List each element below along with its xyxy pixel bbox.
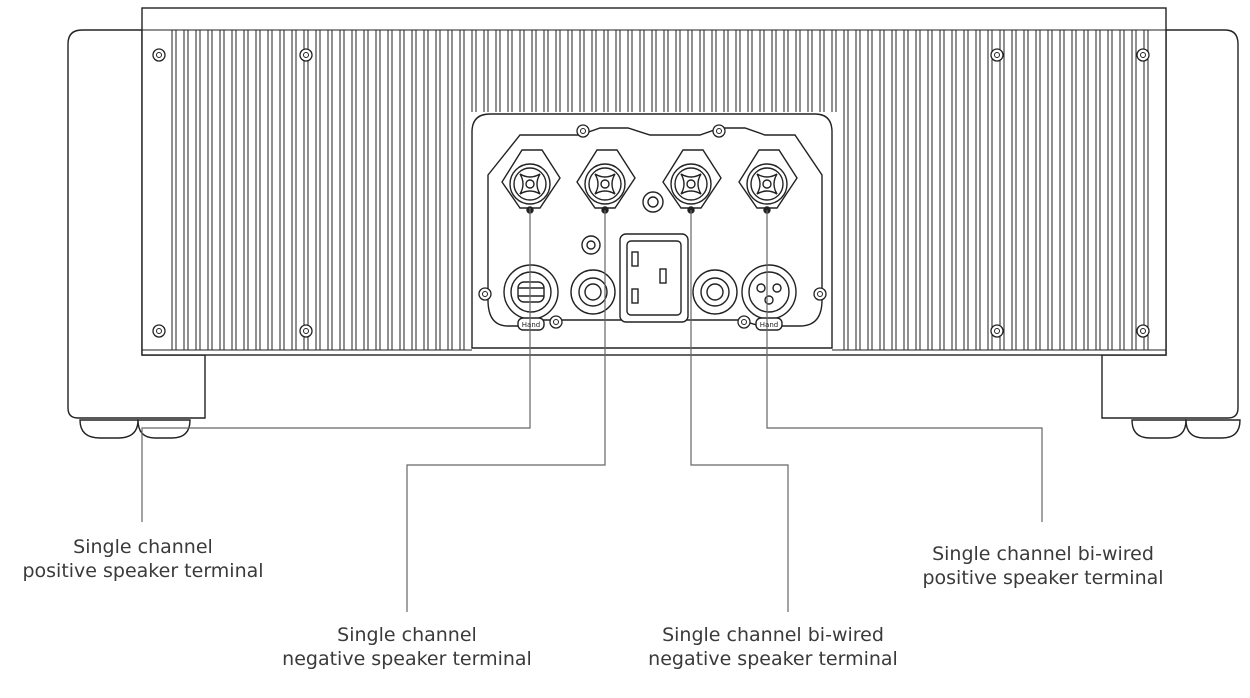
leader-line-positive (141, 208, 531, 522)
label-negative-terminal: Single channel negative speaker terminal (262, 623, 552, 671)
label-biwired-positive-line1: Single channel bi-wired (932, 543, 1154, 565)
label-positive-line1: Single channel (73, 536, 213, 558)
iec-power-inlet (619, 233, 689, 323)
label-biwired-positive-line2: positive speaker terminal (922, 567, 1164, 589)
label-biwired-negative-line1: Single channel bi-wired (662, 624, 884, 646)
chassis-screws (152, 48, 1150, 338)
leader-line-biwired-negative (690, 210, 789, 612)
label-negative-line1: Single channel (337, 624, 477, 646)
connector-mark-left: Hand (522, 321, 540, 329)
input-sockets (570, 269, 738, 315)
xlr-connectors (503, 264, 797, 331)
label-biwired-negative-terminal: Single channel bi-wired negative speaker… (628, 623, 918, 671)
label-positive-terminal: Single channel positive speaker terminal (0, 535, 286, 583)
left-side-cover (67, 29, 206, 419)
leader-line-biwired-positive (766, 210, 1043, 522)
binding-posts (501, 149, 798, 214)
label-positive-line2: positive speaker terminal (22, 560, 264, 582)
connector-panel-inner (487, 127, 823, 327)
trigger-jack (581, 191, 664, 255)
label-biwired-positive-terminal: Single channel bi-wired positive speaker… (898, 542, 1188, 590)
label-negative-line2: negative speaker terminal (282, 648, 532, 670)
feet (79, 419, 1241, 439)
right-side-cover (1101, 29, 1239, 419)
label-biwired-negative-line2: negative speaker terminal (648, 648, 898, 670)
leader-lines (141, 208, 1043, 612)
heatsink-fins (142, 29, 1166, 351)
connector-mark-right: Hand (760, 321, 778, 329)
leader-line-negative (406, 210, 606, 612)
